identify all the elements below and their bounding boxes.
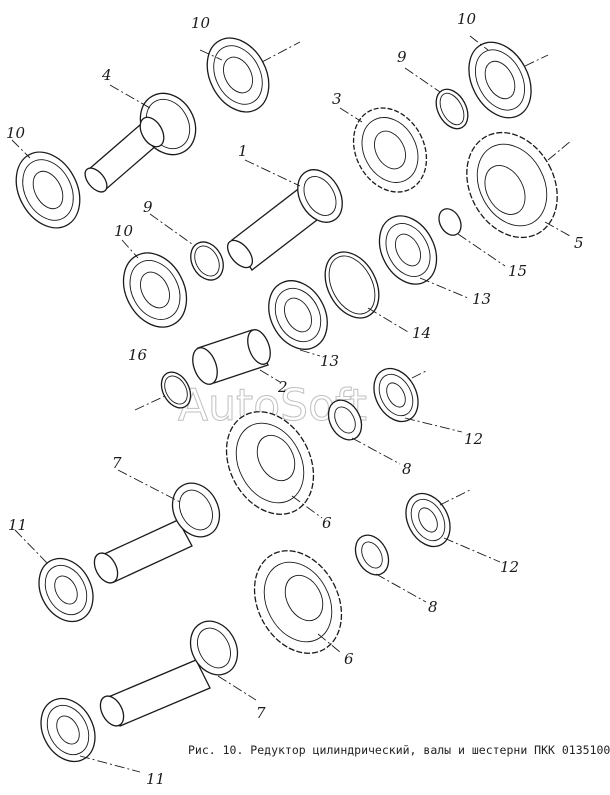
bearing-13-upper	[378, 215, 438, 285]
bearing-12-lower	[405, 492, 451, 548]
callout-8: 8	[428, 598, 438, 616]
gear-5	[466, 131, 558, 239]
callout-9: 9	[143, 198, 153, 216]
callout-16: 16	[128, 346, 148, 364]
gear-6-upper	[225, 411, 315, 515]
bearing-12-upper	[373, 367, 419, 423]
callout-12: 12	[464, 430, 483, 448]
callout-3: 3	[332, 90, 342, 108]
shaft-7-upper	[93, 482, 221, 584]
callout-10: 10	[191, 14, 211, 32]
callout-11: 11	[146, 770, 165, 788]
callout-5: 5	[574, 234, 584, 252]
callout-4: 4	[101, 66, 112, 84]
callout-6: 6	[344, 650, 354, 668]
callout-2: 2	[277, 378, 288, 396]
callout-7: 7	[256, 704, 266, 722]
callout-13: 13	[472, 290, 491, 308]
shaft-7-lower	[99, 620, 239, 727]
bearing-10-middle-left	[122, 252, 188, 328]
ring-15	[438, 208, 462, 236]
callout-9: 9	[397, 48, 407, 66]
bearing-10-top-right	[468, 41, 532, 119]
ring-8-upper	[327, 399, 363, 441]
callout-6: 6	[322, 514, 332, 532]
bearing-13-lower	[268, 280, 328, 350]
bearing-11-lower	[40, 697, 96, 763]
gear-3	[352, 107, 428, 193]
callout-10: 10	[457, 10, 477, 28]
ring-9-top	[435, 88, 469, 130]
callout-10: 10	[6, 124, 26, 142]
callout-15: 15	[508, 262, 527, 280]
shaft-1	[226, 169, 343, 271]
pin-2	[192, 329, 271, 385]
callout-13: 13	[320, 352, 339, 370]
bearing-10-left	[15, 151, 81, 229]
ring-9-middle	[190, 241, 224, 281]
callout-14: 14	[412, 324, 431, 342]
callout-11: 11	[8, 516, 27, 534]
callout-12: 12	[500, 558, 519, 576]
figure-caption: Рис. 10. Редуктор цилиндрический, валы и…	[188, 743, 610, 757]
shaft-4	[84, 92, 197, 193]
ring-14	[324, 251, 380, 319]
callout-7: 7	[112, 454, 122, 472]
callout-8: 8	[402, 460, 412, 478]
ring-8-lower	[354, 534, 390, 576]
callout-1: 1	[238, 142, 248, 160]
callout-10: 10	[114, 222, 134, 240]
gear-6-lower	[253, 550, 343, 654]
bearing-10-top-center	[206, 37, 270, 113]
bearing-11-upper	[38, 557, 94, 623]
ring-16	[160, 371, 192, 409]
callouts: 10 10 9 4 3 10 1 5 9 10 15 13 14 16 13 2…	[6, 10, 584, 788]
